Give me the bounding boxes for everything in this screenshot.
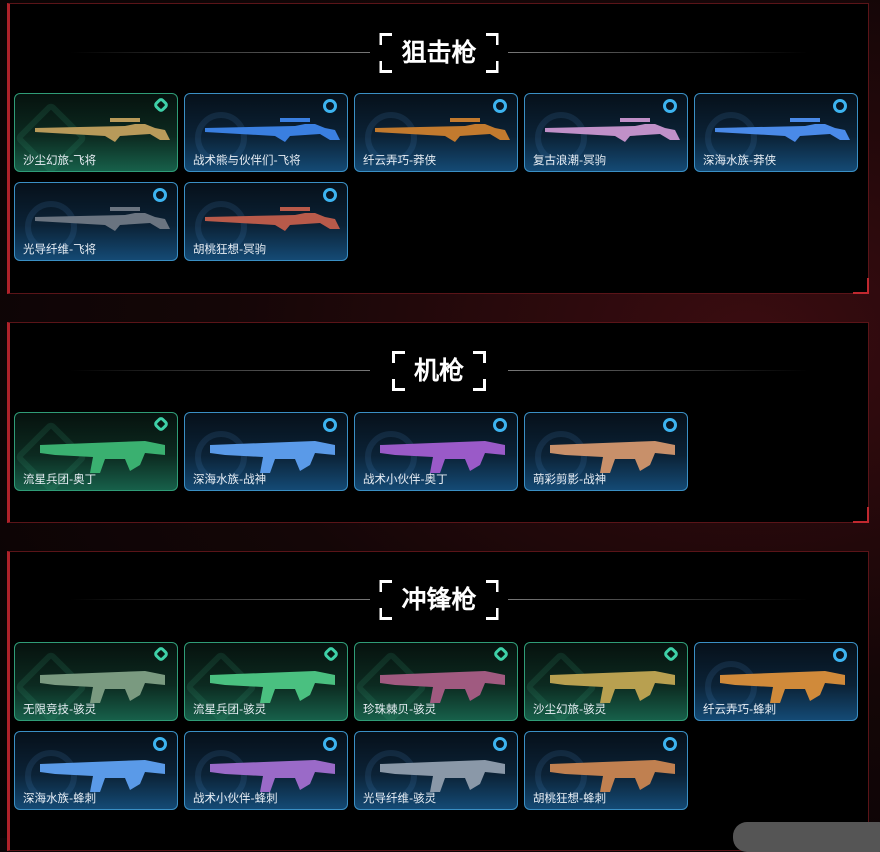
weapon-skin-card[interactable]: 胡桃狂想-冥驹 [184, 182, 348, 261]
weapon-image [715, 118, 850, 142]
weapon-image [40, 441, 165, 473]
rarity-icon [833, 99, 847, 113]
weapon-skin-name: 深海水族-莽侠 [703, 153, 777, 167]
weapon-skin-card[interactable]: 无限竞技-骇灵 [14, 642, 178, 721]
weapon-image [210, 671, 335, 703]
rarity-icon [153, 188, 167, 202]
card-background-emblem [365, 750, 417, 802]
section-title: 狙击枪 [10, 31, 868, 75]
weapon-skin-card[interactable]: 流星兵团-骇灵 [184, 642, 348, 721]
weapon-image [35, 207, 170, 231]
weapon-skin-name: 沙尘幻旅-飞将 [23, 153, 97, 167]
rarity-icon [663, 737, 677, 751]
rarity-icon [663, 418, 677, 432]
weapon-skin-card[interactable]: 沙尘幻旅-飞将 [14, 93, 178, 172]
weapon-skin-name: 珍珠棘贝-骇灵 [363, 702, 437, 716]
rarity-icon [833, 648, 847, 662]
weapon-skin-card[interactable]: 深海水族-战神 [184, 412, 348, 491]
weapon-skin-card[interactable]: 战术小伙伴-蜂刺 [184, 731, 348, 810]
weapon-skin-card[interactable]: 萌彩剪影-战神 [524, 412, 688, 491]
weapon-skin-name: 战术小伙伴-奥丁 [363, 472, 448, 486]
card-background-emblem [195, 112, 247, 164]
weapon-skin-name: 深海水族-蜂刺 [23, 791, 97, 805]
rarity-icon [323, 737, 337, 751]
weapon-skin-card[interactable]: 深海水族-莽侠 [694, 93, 858, 172]
section-title: 机枪 [10, 349, 868, 393]
weapon-image [210, 760, 335, 792]
weapon-image [550, 760, 675, 792]
weapon-skin-name: 纤云弄巧-蜂刺 [703, 702, 777, 716]
weapon-skin-card[interactable]: 沙尘幻旅-骇灵 [524, 642, 688, 721]
weapon-image [40, 671, 165, 703]
weapon-image [550, 441, 675, 473]
weapon-skin-name: 流星兵团-骇灵 [193, 702, 267, 716]
card-background-emblem [535, 750, 587, 802]
card-background-emblem [195, 431, 247, 483]
weapon-image [40, 760, 165, 792]
card-background-emblem [535, 112, 587, 164]
weapon-skin-card[interactable]: 流星兵团-奥丁 [14, 412, 178, 491]
weapon-skin-card[interactable]: 深海水族-蜂刺 [14, 731, 178, 810]
weapon-image [210, 441, 335, 473]
weapon-skin-card[interactable]: 战术熊与伙伴们-飞将 [184, 93, 348, 172]
weapon-image [550, 671, 675, 703]
weapon-image [205, 207, 340, 231]
section-title: 冲锋枪 [10, 578, 868, 622]
card-background-emblem [195, 750, 247, 802]
rarity-icon [663, 99, 677, 113]
weapon-skin-card[interactable]: 珍珠棘贝-骇灵 [354, 642, 518, 721]
weapon-skin-name: 流星兵团-奥丁 [23, 472, 97, 486]
weapon-skin-name: 复古浪潮-冥驹 [533, 153, 607, 167]
card-background-emblem [705, 112, 757, 164]
weapon-skin-name: 沙尘幻旅-骇灵 [533, 702, 607, 716]
weapon-image [375, 118, 510, 142]
weapon-skin-name: 纤云弄巧-莽侠 [363, 153, 437, 167]
card-background-emblem [365, 431, 417, 483]
weapon-skin-card[interactable]: 光导纤维-飞将 [14, 182, 178, 261]
weapon-skin-card[interactable]: 纤云弄巧-蜂刺 [694, 642, 858, 721]
weapon-skin-name: 战术小伙伴-蜂刺 [193, 791, 278, 805]
weapon-skin-card[interactable]: 胡桃狂想-蜂刺 [524, 731, 688, 810]
rarity-icon [323, 418, 337, 432]
weapon-skin-name: 无限竞技-骇灵 [23, 702, 97, 716]
weapon-skin-card[interactable]: 战术小伙伴-奥丁 [354, 412, 518, 491]
weapon-image [380, 671, 505, 703]
weapon-image [380, 441, 505, 473]
rarity-icon [323, 99, 337, 113]
weapon-image [35, 118, 170, 142]
weapon-skin-name: 光导纤维-飞将 [23, 242, 97, 256]
weapon-skin-name: 光导纤维-骇灵 [363, 791, 437, 805]
weapon-image [545, 118, 680, 142]
card-background-emblem [25, 750, 77, 802]
card-background-emblem [25, 201, 77, 253]
card-background-emblem [705, 661, 757, 713]
floating-toolbar[interactable] [733, 822, 880, 852]
weapon-image [205, 118, 340, 142]
card-background-emblem [365, 112, 417, 164]
weapon-skin-name: 胡桃狂想-冥驹 [193, 242, 267, 256]
weapon-image [720, 671, 845, 703]
weapon-skin-name: 胡桃狂想-蜂刺 [533, 791, 607, 805]
weapon-skin-name: 战术熊与伙伴们-飞将 [193, 153, 301, 167]
weapon-skin-card[interactable]: 光导纤维-骇灵 [354, 731, 518, 810]
rarity-icon [153, 737, 167, 751]
card-background-emblem [195, 201, 247, 253]
weapon-image [380, 760, 505, 792]
weapon-skin-name: 萌彩剪影-战神 [533, 472, 607, 486]
rarity-icon [493, 99, 507, 113]
rarity-icon [493, 418, 507, 432]
card-background-emblem [535, 431, 587, 483]
weapon-skin-card[interactable]: 复古浪潮-冥驹 [524, 93, 688, 172]
rarity-icon [493, 737, 507, 751]
rarity-icon [323, 188, 337, 202]
weapon-skin-card[interactable]: 纤云弄巧-莽侠 [354, 93, 518, 172]
weapon-skin-name: 深海水族-战神 [193, 472, 267, 486]
